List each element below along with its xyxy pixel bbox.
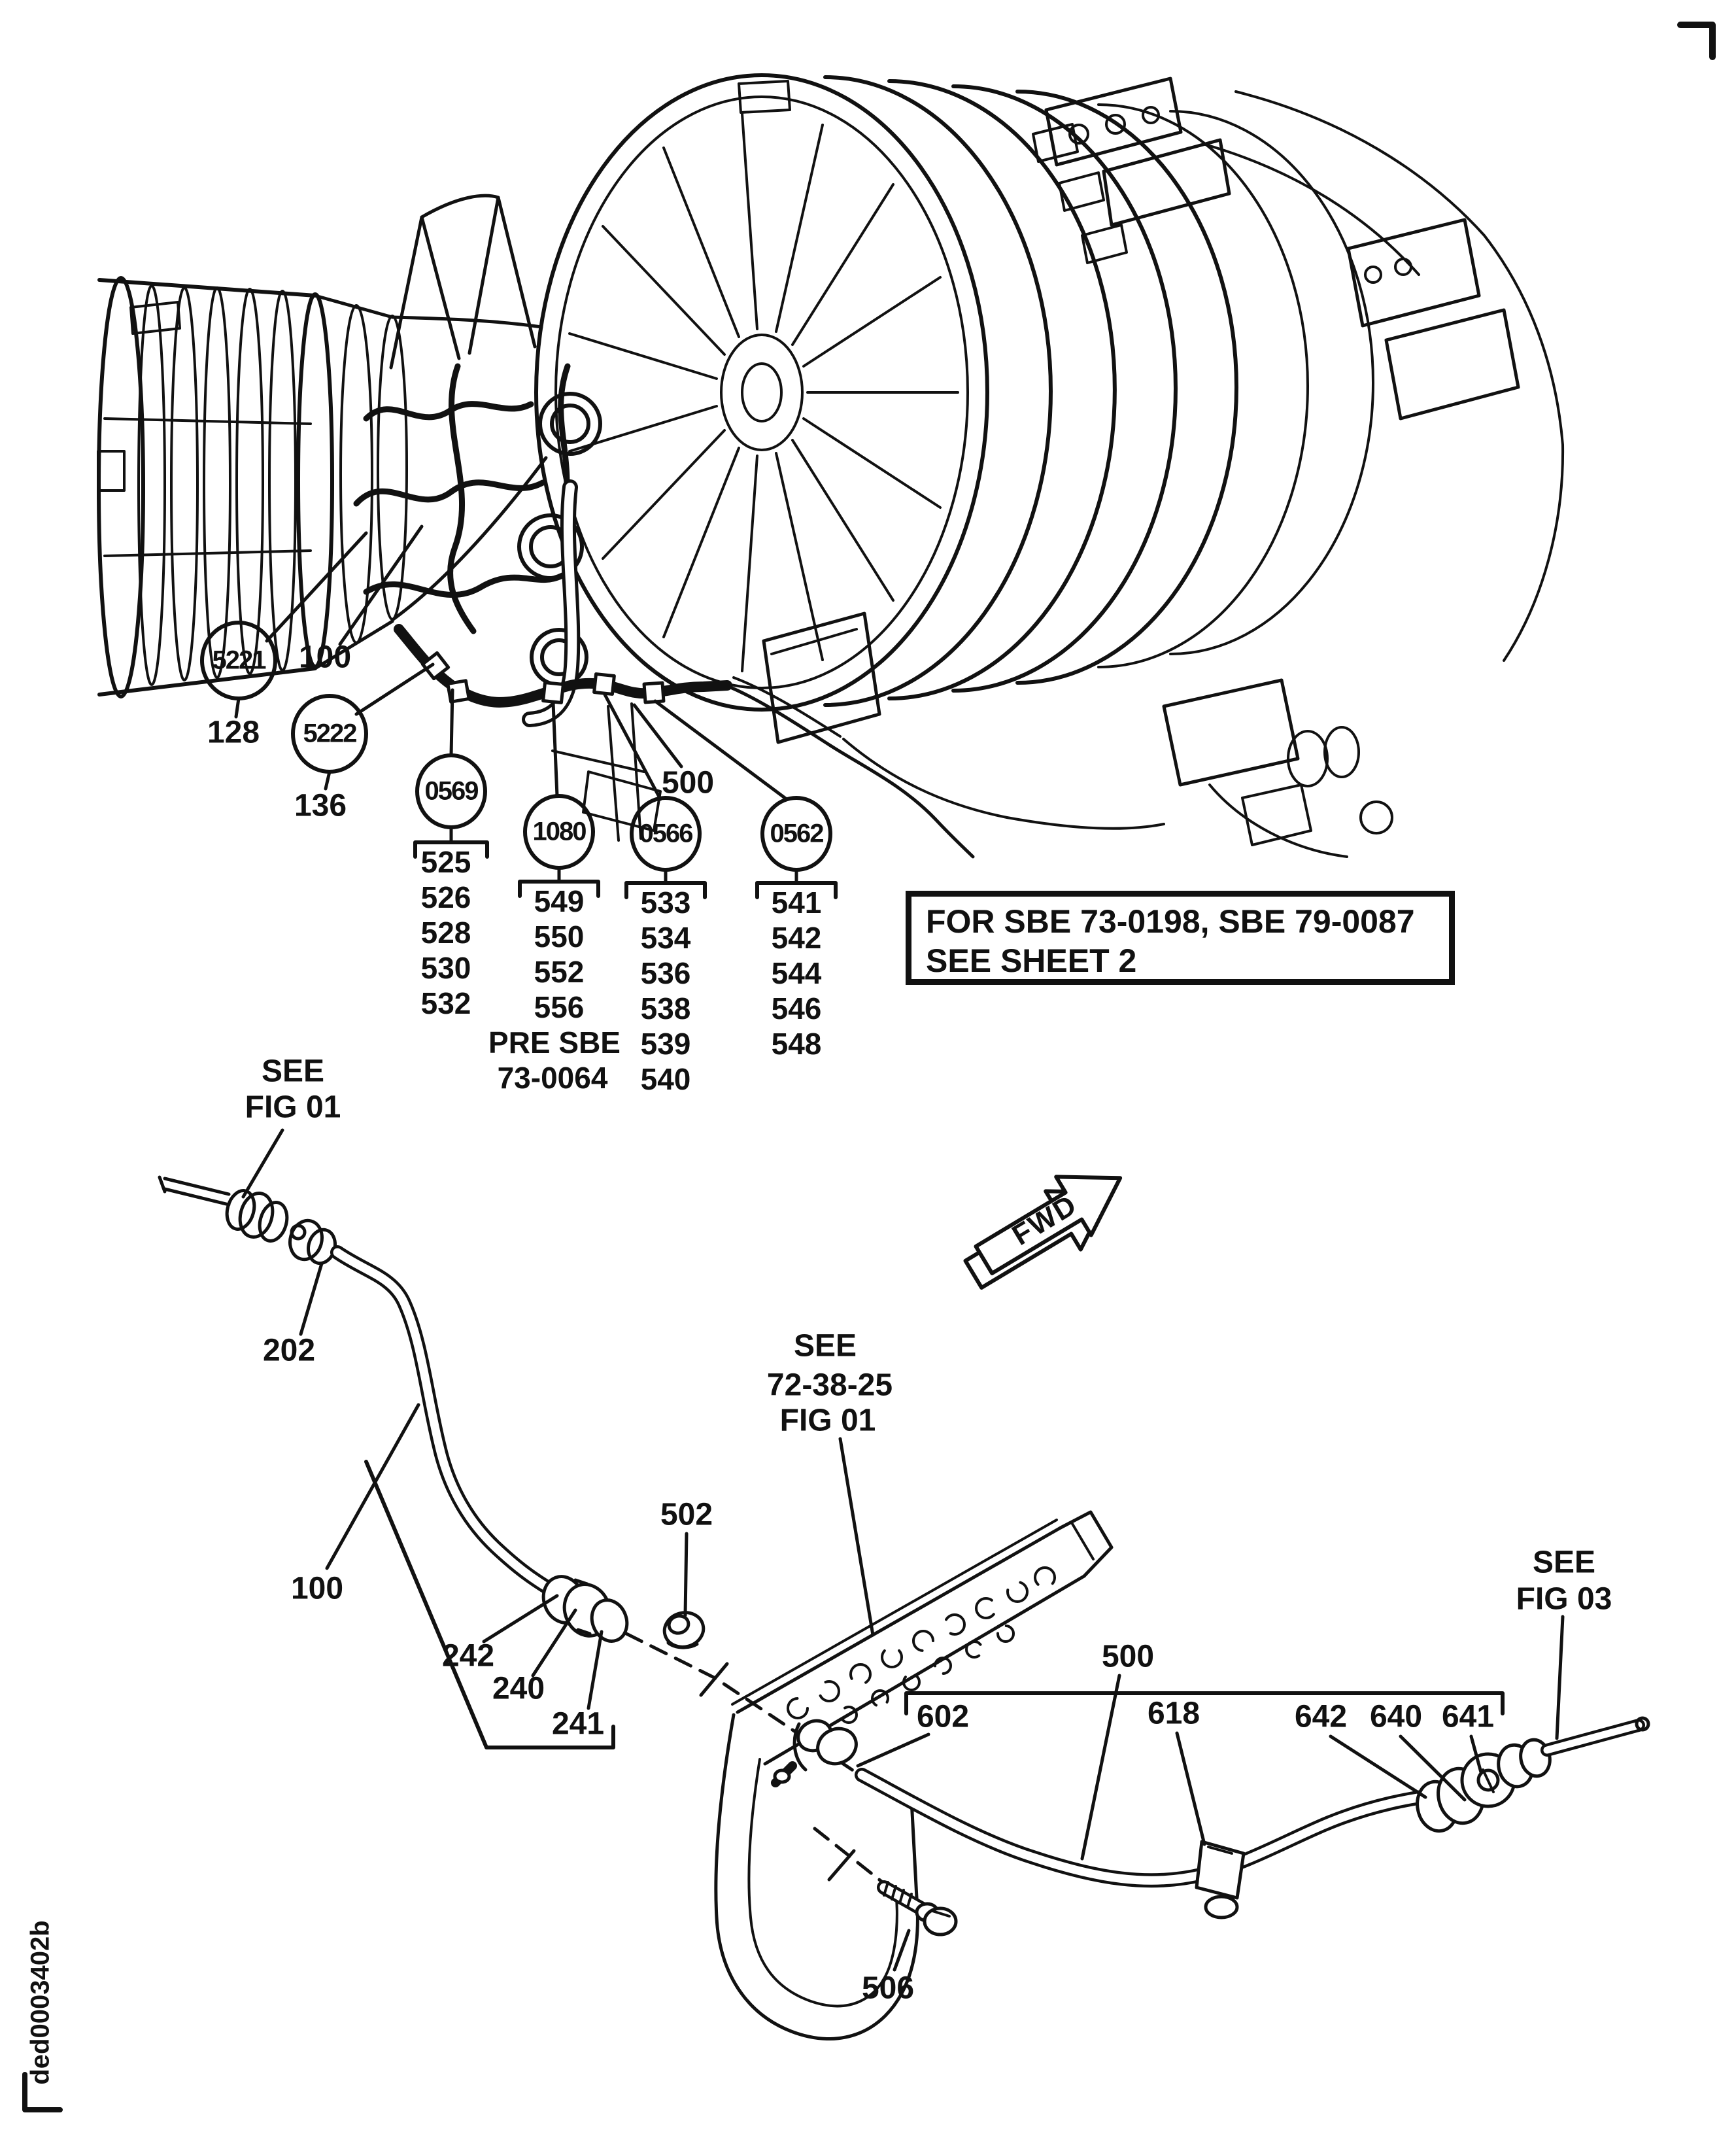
lower-struts [551,702,662,842]
list-item: 539 [640,1027,691,1061]
label-202: 202 [262,1333,316,1368]
label-500-lower: 500 [1101,1639,1155,1674]
list-item: 556 [534,990,585,1024]
nut-502 [662,1611,706,1649]
callout-0569: 0569 [424,776,479,806]
list-item: PRE SBE [488,1025,621,1059]
see-723825-line2: 72-38-25 [766,1368,893,1403]
list-item: 533 [640,886,691,920]
list-item: 532 [420,986,471,1020]
label-502: 502 [660,1497,713,1532]
list-item: 546 [771,991,822,1025]
list-item: 550 [534,920,585,954]
support-bracket-plate [714,1510,1114,2040]
top-struts [389,194,537,370]
list-item: 542 [771,921,822,955]
list-item: 549 [534,884,585,918]
list-item: 538 [640,991,691,1025]
clamp-602 [771,1719,858,1787]
callout-5221: 5221 [212,645,267,675]
right-panels [1044,77,1565,662]
list-item: 536 [640,956,691,990]
fan-case [534,73,1374,712]
note-line-2: SEE SHEET 2 [926,942,1137,979]
list-item: 552 [534,955,585,989]
label-618: 618 [1147,1696,1200,1731]
label-602: 602 [916,1699,970,1734]
label-640: 640 [1369,1699,1423,1734]
note-line-1: FOR SBE 73-0198, SBE 79-0087 [926,903,1415,940]
label-506: 506 [861,1971,915,2006]
transition-cone [313,294,548,670]
callout-0566: 0566 [639,819,694,848]
drawing-number: ded0003402b [26,1920,55,2085]
clamp-618 [1195,1840,1246,1919]
list-item: 530 [420,951,471,985]
elbow-fitting-202 [288,1218,337,1265]
see-fig03-line2: FIG 03 [1516,1581,1612,1617]
list-item: 541 [771,886,822,920]
item-group-brackets-upper [413,840,838,899]
see-723825-line1: SEE [793,1328,857,1364]
label-240: 240 [492,1671,545,1706]
label-500-upper: 500 [661,765,715,800]
list-item: 534 [640,921,691,955]
fwd-direction-arrow-icon [963,1175,1123,1290]
label-641: 641 [1441,1699,1495,1734]
corner-mark-bottom-left-icon [22,2072,63,2112]
fuel-line-clamp-squares [420,651,666,704]
item-group-brackets-lower [364,1460,1505,1749]
sheet-note-box: FOR SBE 73-0198, SBE 79-0087 SEE SHEET 2 [906,891,1455,985]
label-242: 242 [441,1638,495,1674]
list-item: 525 [420,845,471,879]
label-136: 136 [294,788,347,823]
corner-mark-top-right-icon [1677,22,1716,60]
callout-1080: 1080 [532,817,587,846]
screw-506 [877,1880,958,1936]
list-item: 528 [420,916,471,950]
tube-assembly-500 [855,1768,1437,1888]
see-fig01-line1: SEE [261,1054,325,1089]
lower-assembly [158,1128,1650,2040]
list-item: 548 [771,1027,822,1061]
fan-blades [568,112,959,672]
label-241: 241 [551,1706,605,1742]
callout-circles [200,621,832,872]
upper-leader-lines [234,525,798,885]
see-fig01-line2: FIG 01 [245,1090,341,1125]
fig03-mating-fitting [1497,1716,1650,1789]
compressor-drum [97,276,334,698]
tube-assembly-100 [330,1245,555,1595]
list-item: 526 [420,880,471,914]
see-fig03-line1: SEE [1532,1545,1596,1580]
list-item: 540 [640,1062,691,1096]
label-100-upper: 100 [298,640,352,675]
gearbox-ports [517,392,602,687]
see-723825-line3: FIG 01 [779,1403,876,1438]
label-642: 642 [1294,1699,1348,1734]
label-128: 128 [207,715,260,750]
fig01-probe-fitting [158,1175,289,1243]
accessory-cluster [724,611,1393,859]
label-100-lower: 100 [290,1571,344,1606]
lower-leader-lines [241,1128,1565,1972]
callout-0562: 0562 [770,819,825,848]
callout-5222: 5222 [303,719,358,748]
list-item: 73-0064 [497,1061,608,1095]
list-item: 544 [771,956,822,990]
fuel-line-highlight [394,624,732,708]
coupling-nuts-240-241-242 [541,1575,629,1643]
